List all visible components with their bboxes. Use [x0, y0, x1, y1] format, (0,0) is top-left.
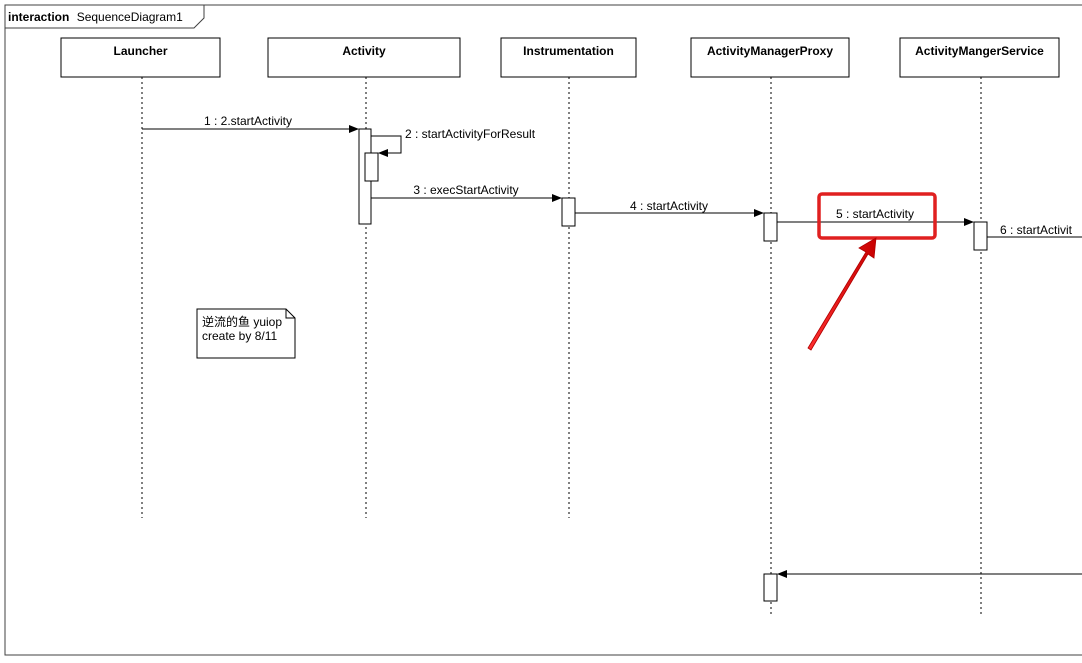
lifeline-head[interactable]	[899, 37, 1060, 78]
frame-title: interaction SequenceDiagram1	[8, 10, 183, 24]
message-5[interactable]: 5 : startActivity	[777, 207, 974, 226]
lifeline-head[interactable]	[690, 37, 850, 78]
activation-bar	[763, 212, 778, 242]
message-label: 3 : execStartActivity	[413, 183, 518, 197]
note[interactable]: 逆流的鱼 yuiop create by 8/11	[196, 308, 296, 359]
highlight-annotation	[807, 192, 937, 351]
lifeline-head[interactable]	[60, 37, 221, 78]
message-label: 2 : startActivityForResult	[405, 127, 536, 141]
activation-bar	[561, 197, 576, 227]
activation-bar	[973, 221, 988, 251]
note-line-2: create by 8/11	[202, 329, 277, 343]
activation-bar	[364, 152, 379, 182]
red-arrow-icon	[807, 237, 877, 351]
note-shape[interactable]	[196, 308, 296, 359]
lifeline-activitymanagerproxy[interactable]: ActivityManagerProxy	[690, 37, 850, 614]
lifeline-head[interactable]	[267, 37, 461, 78]
lifeline-label: Instrumentation	[523, 44, 614, 58]
lifeline-label: Activity	[342, 44, 386, 58]
lifeline-label: ActivityManagerProxy	[707, 44, 833, 58]
highlight-box	[817, 192, 937, 240]
frame-tag	[4, 4, 205, 29]
lifeline-label: ActivityMangerService	[915, 44, 1044, 58]
lifeline-activity[interactable]: Activity	[267, 37, 461, 518]
lifeline-activitymangerservice[interactable]: ActivityMangerService	[899, 37, 1060, 614]
lifeline-launcher[interactable]: Launcher	[60, 37, 221, 518]
interaction-frame	[4, 4, 1082, 656]
message-label: 5 : startActivity	[836, 207, 914, 221]
lifeline-head[interactable]	[500, 37, 637, 78]
message-3[interactable]: 3 : execStartActivity	[371, 183, 562, 202]
frame-keyword: interaction	[8, 10, 69, 24]
message-1[interactable]: 1 : 2.startActivity	[142, 114, 359, 133]
message-label: 6 : startActivit	[1000, 223, 1073, 237]
frame-name: SequenceDiagram1	[77, 10, 183, 24]
message-2[interactable]: 2 : startActivityForResult	[371, 127, 536, 157]
message-arrow[interactable]	[371, 135, 402, 157]
note-fold	[285, 309, 295, 319]
message-label: 1 : 2.startActivity	[204, 114, 292, 128]
message-6[interactable]: 6 : startActivit	[987, 223, 1082, 238]
message-4[interactable]: 4 : startActivity	[575, 199, 764, 217]
lifeline-label: Launcher	[113, 44, 167, 58]
note-line-1: 逆流的鱼 yuiop	[202, 314, 282, 329]
lifeline-instrumentation[interactable]: Instrumentation	[500, 37, 637, 518]
message-label: 4 : startActivity	[630, 199, 708, 213]
activation-bar	[763, 573, 778, 602]
